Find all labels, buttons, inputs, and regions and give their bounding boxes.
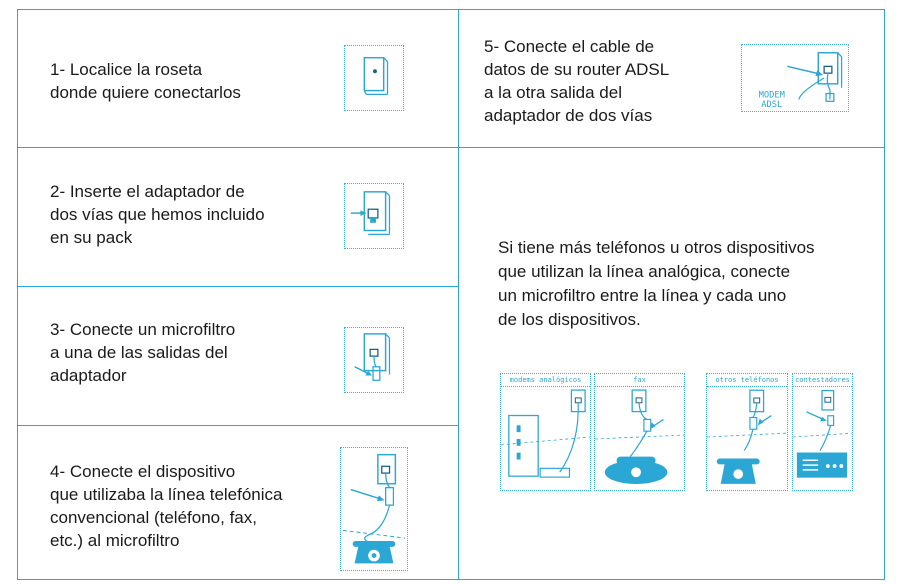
- adsl-label: ADSL: [761, 100, 782, 110]
- device-panel-analog-modems: modems analógicos: [500, 373, 591, 491]
- additional-devices-note: Si tiene más teléfonos u otros dispositi…: [498, 236, 858, 332]
- telephone-icon: [340, 447, 408, 571]
- telephone-icon: [707, 389, 787, 484]
- step-4-line: que utilizaba la línea telefónica: [50, 485, 283, 504]
- note-line: de los dispositivos.: [498, 310, 641, 329]
- step-1-line: donde quiere conectarlos: [50, 83, 241, 102]
- step-4-line: etc.) al microfiltro: [50, 531, 180, 550]
- device-panel-fax: fax: [594, 373, 685, 491]
- row-divider: [17, 286, 458, 287]
- step-5-text: 5- Conecte el cable de datos de su route…: [484, 35, 669, 127]
- step-3-line: a una de las salidas del: [50, 343, 228, 362]
- step-3-text: 3- Conecte un microfiltro a una de las s…: [50, 318, 235, 387]
- two-way-adapter-icon: [344, 183, 404, 249]
- device-panel-other-phones: otros teléfonos: [706, 373, 788, 491]
- note-line: que utilizan la línea analógica, conecte: [498, 262, 791, 281]
- device-label: modems analógicos: [501, 374, 590, 387]
- row-divider: [17, 425, 458, 426]
- column-divider: [458, 9, 459, 580]
- modem-label: MODEM: [759, 90, 785, 100]
- wall-socket-icon: [344, 45, 404, 111]
- step-2-line: dos vías que hemos incluido: [50, 205, 265, 224]
- step-5-line: 5- Conecte el cable de: [484, 37, 655, 56]
- step-5-line: datos de su router ADSL: [484, 60, 670, 79]
- fax-icon: [595, 389, 684, 484]
- step-5-line: a la otra salida del: [484, 83, 622, 102]
- device-label: fax: [595, 374, 684, 387]
- row-divider: [17, 147, 885, 148]
- step-2-line: en su pack: [50, 228, 133, 247]
- step-3-line: 3- Conecte un microfiltro: [50, 320, 236, 339]
- note-line: Si tiene más teléfonos u otros dispositi…: [498, 238, 815, 257]
- device-label: otros teléfonos: [707, 374, 787, 387]
- step-4-line: 4- Conecte el dispositivo: [50, 462, 236, 481]
- step-1-text: 1- Localice la roseta donde quiere conec…: [50, 58, 241, 104]
- step-4-text: 4- Conecte el dispositivo que utilizaba …: [50, 460, 283, 552]
- step-2-line: 2- Inserte el adaptador de: [50, 182, 245, 201]
- step-3-line: adaptador: [50, 366, 127, 385]
- device-panel-answering-machines: contestadores: [792, 373, 853, 491]
- answering-machine-icon: [793, 389, 852, 478]
- step-4-line: convencional (teléfono, fax,: [50, 508, 257, 527]
- device-label: contestadores: [793, 374, 852, 387]
- adsl-modem-icon: MODEM ADSL: [741, 44, 849, 112]
- step-5-line: adaptador de dos vías: [484, 106, 653, 125]
- step-2-text: 2- Inserte el adaptador de dos vías que …: [50, 180, 265, 249]
- analog-modem-icon: [501, 389, 590, 478]
- microfilter-icon: [344, 327, 404, 393]
- note-line: un microfiltro entre la línea y cada uno: [498, 286, 787, 305]
- step-1-line: 1- Localice la roseta: [50, 60, 203, 79]
- instructions-frame: [17, 9, 885, 580]
